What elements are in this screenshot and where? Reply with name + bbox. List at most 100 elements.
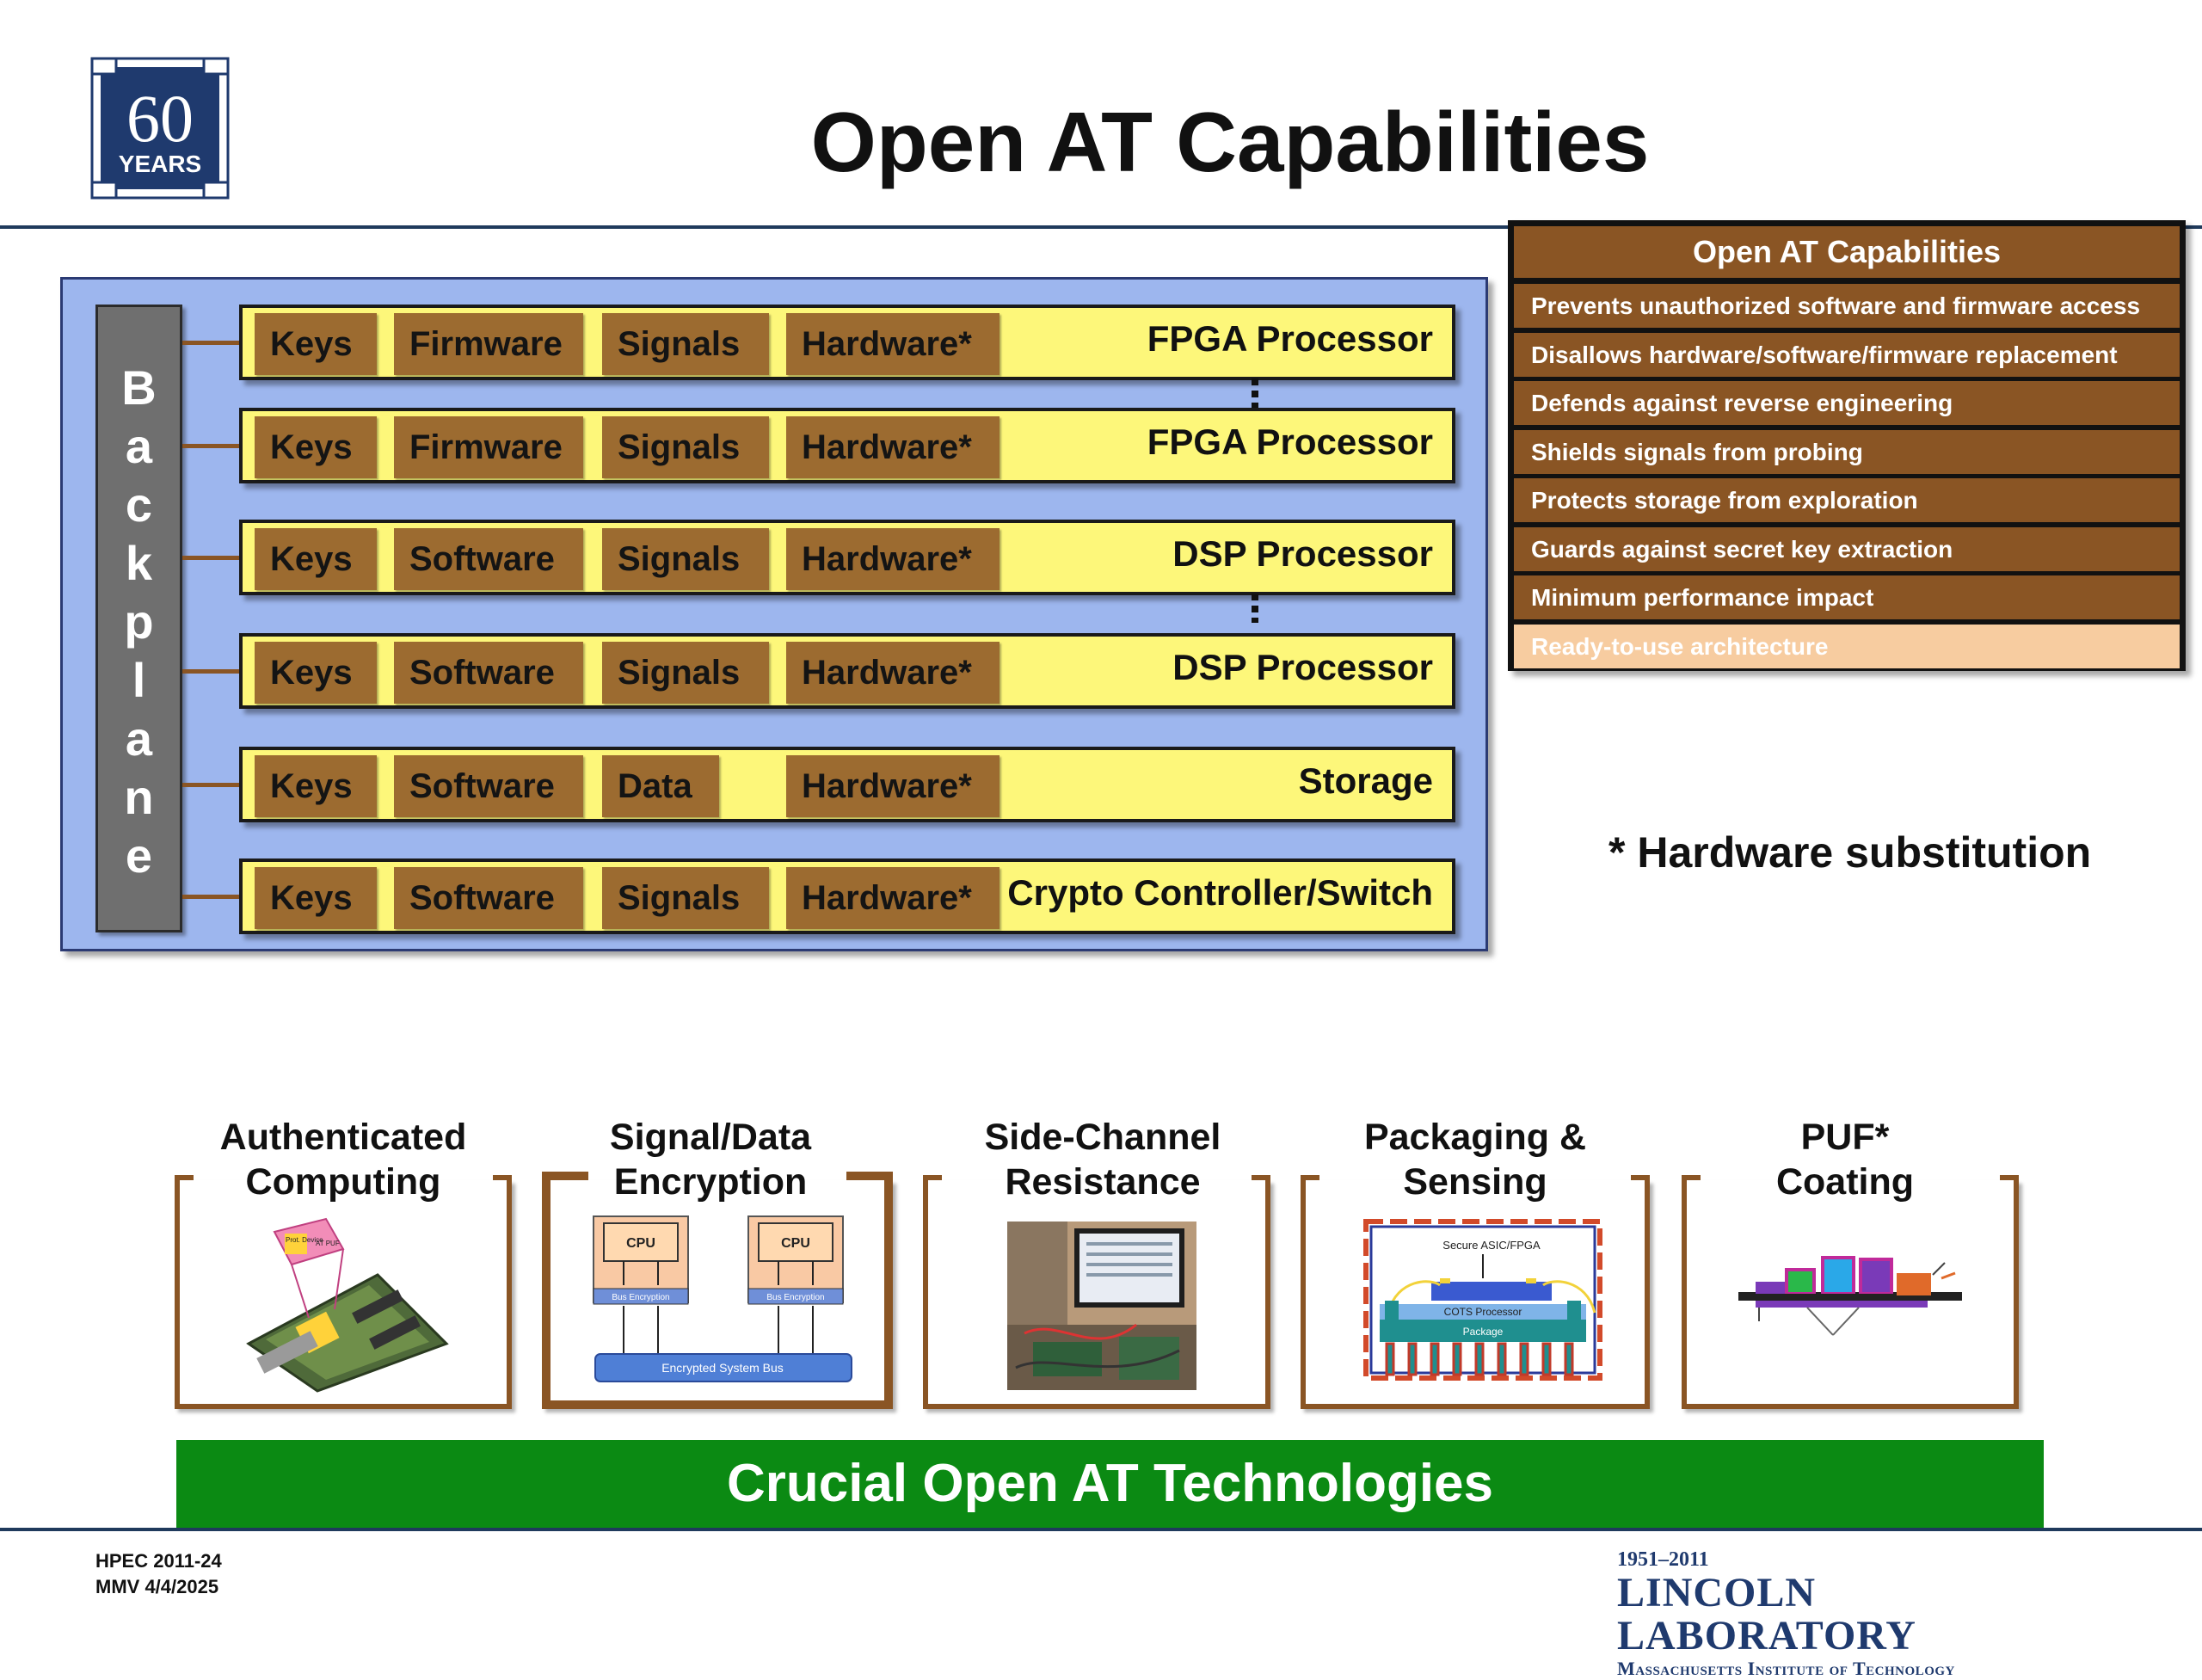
continuation-dots [1252,378,1258,408]
bottom-divider [0,1528,2202,1531]
signals-cell: Data [602,755,719,817]
capability-item: Shields signals from probing [1514,429,2180,474]
package-sensing-diagram: Secure ASIC/FPGA COTS Processor Package [1363,1219,1602,1381]
backplane-connector [182,341,239,345]
backplane-connector [182,444,239,448]
backplane-letter: p [124,594,154,649]
tech-label-puf-coating: PUF*Coating [1775,1117,1915,1203]
backplane-connector [182,783,239,787]
crucial-technologies-banner: Crucial Open AT Technologies [176,1440,2044,1528]
processor-row: Keys Firmware Signals Hardware* FPGA Process… [239,408,1455,483]
continuation-dots [1252,594,1258,623]
backplane-letter: l [132,653,146,707]
capabilities-table: Open AT Capabilities Prevents unauthoriz… [1508,220,2186,671]
svg-text:Prot. Device: Prot. Device [286,1236,323,1244]
footer-identifier: HPEC 2011-24 MMV 4/4/2025 [95,1548,222,1600]
60-years-logo: 60 YEARS [89,55,231,201]
svg-text:Bus Encryption: Bus Encryption [612,1293,669,1302]
processor-label: FPGA Processor [1147,422,1433,462]
hardware-cell: Hardware* [786,755,1000,817]
svg-text:CPU: CPU [626,1236,655,1251]
capabilities-table-title: Open AT Capabilities [1514,226,2180,278]
signals-cell: Signals [602,416,769,478]
lab-bench-photo [1007,1222,1196,1390]
code-cell: Software [394,642,583,704]
signals-cell: Signals [602,313,769,375]
code-cell: Firmware [394,416,583,478]
capability-item: Disallows hardware/software/firmware rep… [1514,332,2180,377]
svg-text:Encrypted System Bus: Encrypted System Bus [661,1361,784,1375]
tech-label-packaging-sensing: Packaging &Sensing [1363,1117,1587,1203]
tech-box-authenticated-computing: Prot. Device AT PUF [175,1175,512,1409]
keys-cell: Keys [255,755,377,817]
capability-item: Ready-to-use architecture [1514,624,2180,668]
processor-row: Keys Software Signals Hardware*Crypto Contr… [239,858,1455,934]
code-cell: Software [394,867,583,929]
hardware-cell: Hardware* [786,313,1000,375]
svg-text:CPU: CPU [781,1236,810,1251]
tech-box-packaging-sensing: Secure ASIC/FPGA COTS Processor Package [1301,1175,1650,1409]
keys-cell: Keys [255,313,377,375]
footer-line-1: HPEC 2011-24 [95,1550,222,1572]
signals-cell: Signals [602,642,769,704]
svg-text:Package: Package [1463,1326,1504,1338]
tech-box-signal-data-encryption: CPU Bus Encryption CPU Bus Encryption En… [542,1172,893,1409]
backplane-connector [182,895,239,899]
code-cell: Software [394,755,583,817]
processor-row: Keys Software Signals Hardware* DSP Processo… [239,633,1455,709]
processor-label: Crypto Controller/Switch [1007,872,1433,913]
backplane-letter: c [125,477,153,532]
processor-label: FPGA Processor [1147,318,1433,359]
svg-text:YEARS: YEARS [119,151,201,177]
page-title: Open AT Capabilities [810,95,1650,189]
code-cell: Firmware [394,313,583,375]
svg-text:AT PUF: AT PUF [316,1240,340,1247]
backplane-letter: n [124,770,154,824]
capability-item: Guards against secret key extraction [1514,526,2180,571]
processor-label: DSP Processor [1172,647,1433,687]
lincoln-laboratory-logo: 1951–2011 LINCOLN LABORATORY Massachuset… [1617,1548,2099,1680]
hardware-cell: Hardware* [786,528,1000,590]
capability-item: Prevents unauthorized software and firmw… [1514,284,2180,328]
svg-text:60: 60 [126,81,194,156]
backplane-connector [182,556,239,560]
backplane-letter: k [125,536,153,590]
hardware-footnote: * Hardware substitution [1608,828,2092,877]
hardware-cell: Hardware* [786,416,1000,478]
backplane-letter: B [121,360,157,415]
svg-text:COTS Processor: COTS Processor [1444,1306,1522,1318]
hardware-cell: Hardware* [786,867,1000,929]
lab-name: LINCOLN LABORATORY [1617,1570,1916,1658]
signals-cell: Signals [602,867,769,929]
capability-item: Protects storage from exploration [1514,478,2180,522]
keys-cell: Keys [255,528,377,590]
tech-box-puf-coating [1682,1175,2019,1409]
backplane-letter: e [125,828,153,883]
top-divider [0,225,2202,229]
architecture-panel [60,277,1488,951]
lab-years: 1951–2011 [1617,1548,1709,1571]
signals-cell: Signals [602,528,769,590]
svg-text:Bus Encryption: Bus Encryption [766,1293,824,1302]
backplane-letter: a [125,419,153,473]
keys-cell: Keys [255,642,377,704]
lab-institute: Massachusetts Institute of Technology [1617,1658,1955,1679]
footer-line-2: MMV 4/4/2025 [95,1576,219,1597]
keys-cell: Keys [255,416,377,478]
hardware-cell: Hardware* [786,642,1000,704]
backplane-connector [182,669,239,674]
puf-coating-diagram [1738,1256,1962,1336]
capability-item: Defends against reverse engineering [1514,381,2180,425]
keys-cell: Keys [255,867,377,929]
bus-encryption-diagram: CPU Bus Encryption CPU Bus Encryption En… [593,1215,852,1382]
processor-row: Keys Firmware Signals Hardware* FPGA Process… [239,305,1455,380]
code-cell: Software [394,528,583,590]
circuit-board-image: Prot. Device AT PUF [246,1217,449,1393]
svg-text:Secure ASIC/FPGA: Secure ASIC/FPGA [1442,1239,1541,1252]
